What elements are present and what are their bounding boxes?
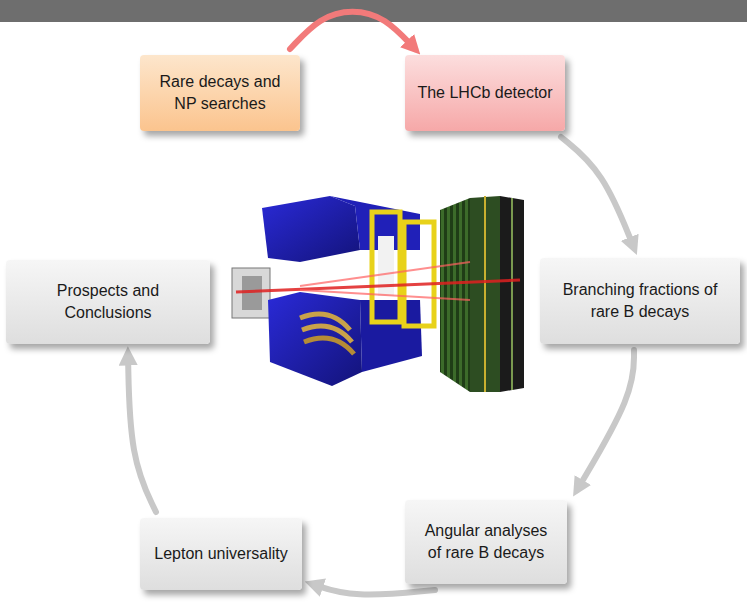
topic-label: The LHCb detector: [417, 82, 552, 104]
flow-arrow: [577, 350, 634, 490]
topic-box: The LHCb detector: [405, 55, 565, 131]
topic-label: Lepton universality: [154, 543, 287, 565]
flow-arrow: [561, 137, 634, 248]
flow-arrow: [128, 354, 156, 512]
topic-label: Branching fractions of rare B decays: [552, 279, 728, 322]
flow-arrow: [312, 584, 435, 595]
topic-box: Lepton universality: [140, 518, 302, 590]
topic-box: Rare decays and NP searches: [140, 55, 300, 131]
topic-box: Branching fractions of rare B decays: [540, 258, 740, 344]
lhcb-detector: [232, 196, 524, 392]
title-bar: [0, 0, 747, 22]
topic-box: Angular analyses of rare B decays: [405, 500, 567, 584]
topic-box: Prospects and Conclusions: [6, 260, 210, 344]
topic-label: Rare decays and NP searches: [152, 71, 288, 114]
topic-label: Angular analyses of rare B decays: [417, 520, 555, 563]
title-bar-ground: [0, 0, 747, 22]
highlight-arrow: [290, 12, 415, 49]
topic-label: Prospects and Conclusions: [18, 280, 198, 323]
